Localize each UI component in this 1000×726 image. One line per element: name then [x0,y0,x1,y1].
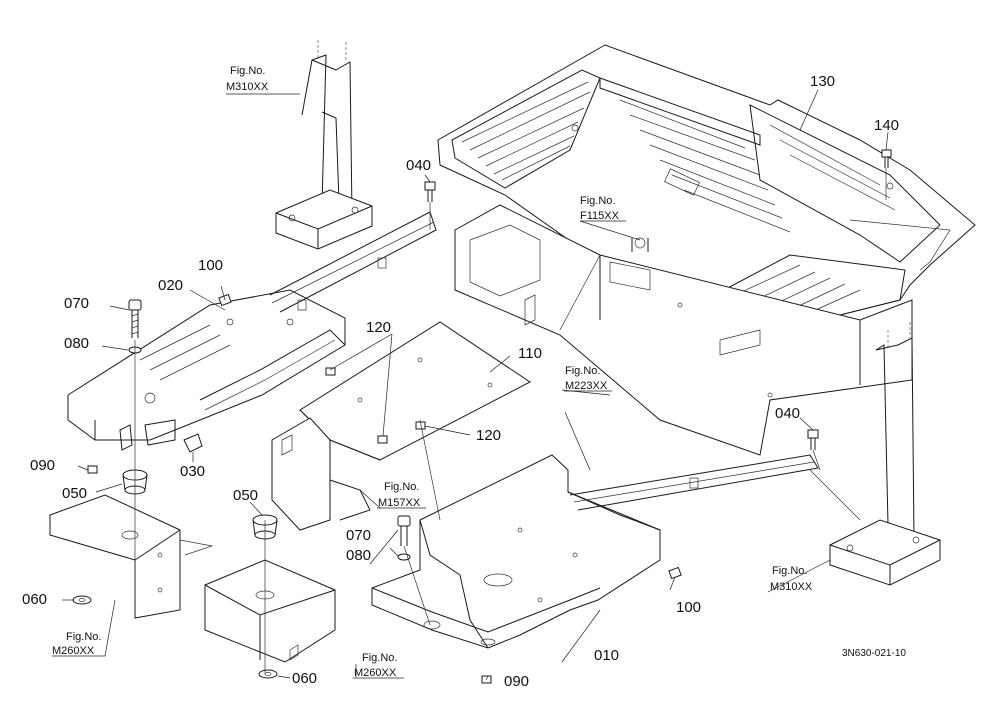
support-rail-upper [269,211,437,313]
rops-post-right [829,322,941,586]
washer-060-left [72,595,92,605]
bolt-140 [881,149,892,168]
fig-ref-m310-top: Fig.No. M310XX [226,65,269,93]
side-cover [271,417,371,531]
fig-ref-label: Fig.No. [580,195,615,207]
bolt-100-lower [668,566,682,580]
fig-ref-label: Fig.No. [362,652,397,664]
assembly-lines [134,168,887,674]
bolt-070-left [128,299,142,338]
fig-ref-code: M310XX [770,581,813,593]
label-050-left: 050 [62,485,87,502]
support-rail-lower [569,454,819,511]
fig-ref-label: Fig.No. [772,565,807,577]
washer-060-middle [258,669,278,679]
label-080-right: 080 [346,547,371,564]
label-070-left: 070 [64,295,89,312]
bolt-070-right [397,515,411,546]
bolt-120-b [377,435,388,444]
label-090-right: 090 [504,673,529,690]
fig-ref-m223: Fig.No. M223XX [564,365,612,392]
bolt-090-left [87,465,98,474]
fig-ref-m260-middle: Fig.No. M260XX [353,652,404,679]
label-110: 110 [518,345,542,362]
mount-bracket-middle [204,559,336,663]
label-080-left: 080 [64,335,89,352]
fig-ref-f115: Fig.No. F115XX [580,195,626,222]
label-040-right: 040 [775,405,800,422]
step-bracket-020 [67,289,346,451]
label-030: 030 [180,463,205,480]
floor-mat [437,44,976,336]
mount-bracket-left [49,494,214,619]
bolt-040-top [424,181,436,202]
fig-ref-label: Fig.No. [384,481,419,493]
label-090-left: 090 [30,457,55,474]
label-100-upper: 100 [198,257,223,274]
housing-panel [454,204,913,456]
fig-ref-label: Fig.No. [565,365,600,377]
fig-ref-code: M223XX [565,380,608,392]
part-labels: 010 020 030 040 040 050 050 060 060 070 … [22,73,899,690]
figure-references: Fig.No. M310XX Fig.No. F115XX Fig.No. M2… [52,65,813,679]
bolt-040-right [807,429,819,450]
fig-ref-label: Fig.No. [230,65,265,77]
label-060-middle: 060 [292,670,317,687]
fig-ref-code: M310XX [226,81,269,93]
fig-ref-m260-left: Fig.No. M260XX [52,631,101,657]
fig-ref-code: M157XX [378,497,421,509]
label-050-middle: 050 [233,487,258,504]
label-100-lower: 100 [676,599,701,616]
fig-ref-label: Fig.No. [66,631,101,643]
label-120-right: 120 [476,427,501,444]
step-010 [371,454,661,649]
label-120-upper: 120 [366,319,391,336]
label-020: 020 [158,277,183,294]
label-070-right: 070 [346,527,371,544]
fig-ref-code: M260XX [52,645,95,657]
drawing-code: 3N630-021-10 [842,648,906,659]
label-040-top: 040 [406,157,431,174]
label-010: 010 [594,647,619,664]
fig-ref-code: M260XX [354,667,397,679]
fig-ref-m157: Fig.No. M157XX [377,481,426,509]
label-130: 130 [810,73,835,90]
bolt-120-a [325,367,336,376]
rops-post-left [275,40,373,250]
label-140: 140 [874,117,899,134]
fig-ref-m310-right: Fig.No. M310XX [770,565,813,593]
fig-ref-code: F115XX [580,210,620,222]
label-060-left: 060 [22,591,47,608]
clip-030 [183,433,203,453]
